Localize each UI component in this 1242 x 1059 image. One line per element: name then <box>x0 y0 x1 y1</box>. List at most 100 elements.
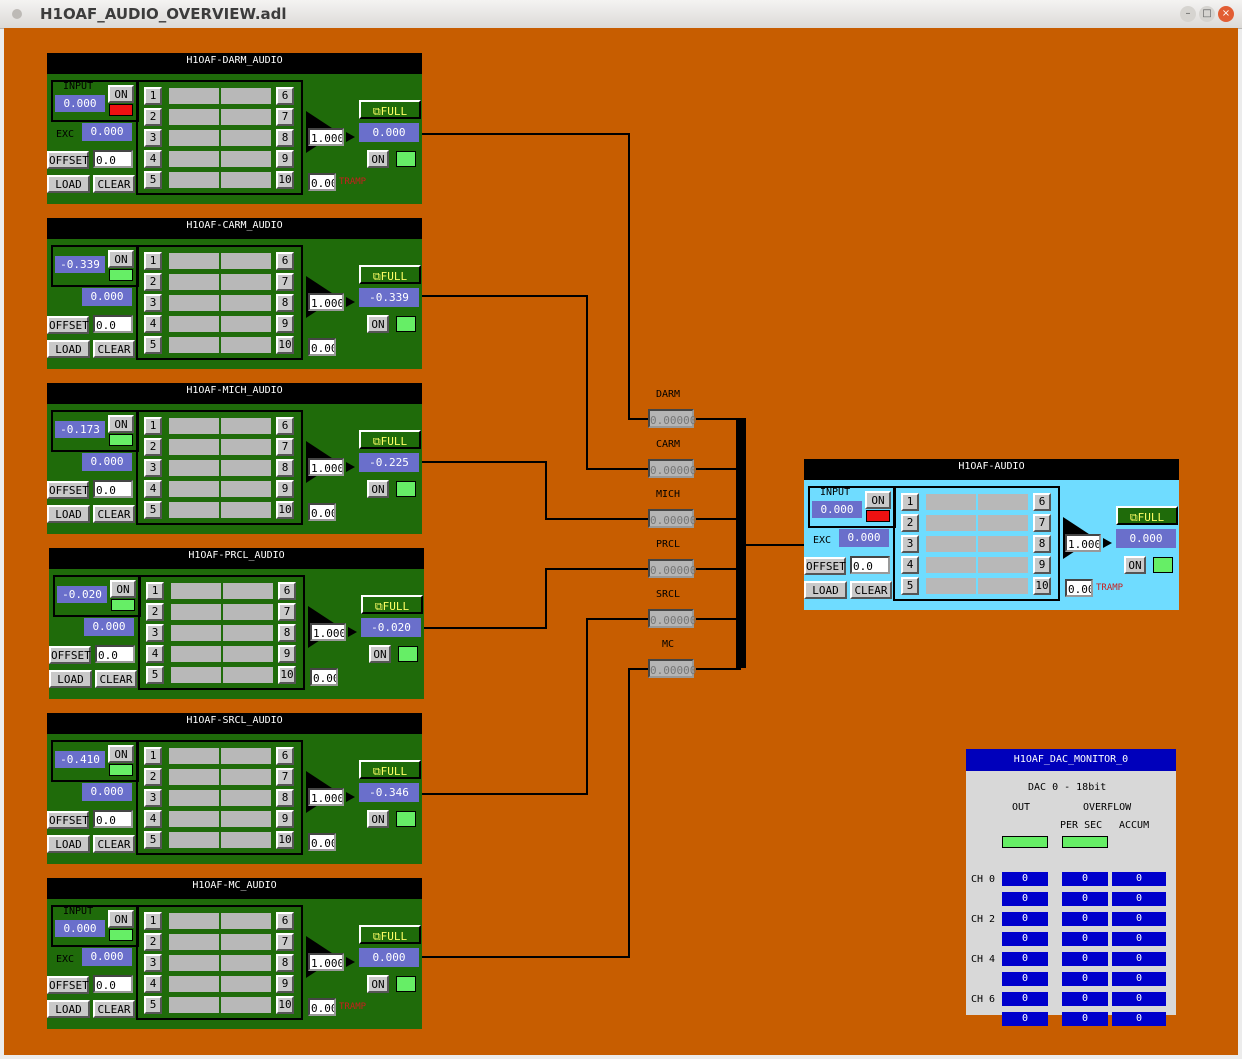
filter-button-10[interactable]: 10 <box>278 666 296 684</box>
load-button[interactable]: LOAD <box>47 505 90 523</box>
filter-button-1[interactable]: 1 <box>144 417 162 435</box>
filter-button-8[interactable]: 8 <box>1033 535 1051 553</box>
filter-button-9[interactable]: 9 <box>276 480 294 498</box>
offset-entry[interactable]: 0.0 <box>93 975 133 993</box>
filter-button-6[interactable]: 6 <box>276 417 294 435</box>
filter-button-4[interactable]: 4 <box>144 150 162 168</box>
filter-button-10[interactable]: 10 <box>1033 577 1051 595</box>
filter-button-8[interactable]: 8 <box>276 294 294 312</box>
close-icon[interactable]: × <box>1218 6 1234 22</box>
tramp-entry[interactable]: 0.000 <box>308 338 336 356</box>
filter-button-10[interactable]: 10 <box>276 831 294 849</box>
gain-entry[interactable]: 1.000 <box>1065 534 1101 552</box>
offset-button[interactable]: OFFSET <box>47 976 89 994</box>
filter-button-5[interactable]: 5 <box>144 831 162 849</box>
filter-button-10[interactable]: 10 <box>276 501 294 519</box>
filter-button-1[interactable]: 1 <box>144 747 162 765</box>
filter-button-8[interactable]: 8 <box>276 459 294 477</box>
filter-button-4[interactable]: 4 <box>144 975 162 993</box>
filter-button-9[interactable]: 9 <box>276 975 294 993</box>
clear-button[interactable]: CLEAR <box>95 670 137 688</box>
load-button[interactable]: LOAD <box>47 835 90 853</box>
input-on-button[interactable]: ON <box>108 85 134 103</box>
filter-button-5[interactable]: 5 <box>144 996 162 1014</box>
gain-entry[interactable]: 1.000 <box>308 458 344 476</box>
filter-button-10[interactable]: 10 <box>276 996 294 1014</box>
filter-button-2[interactable]: 2 <box>144 273 162 291</box>
filter-button-7[interactable]: 7 <box>278 603 296 621</box>
filter-button-4[interactable]: 4 <box>144 480 162 498</box>
tramp-entry[interactable]: 0.000 <box>308 173 336 191</box>
offset-button[interactable]: OFFSET <box>47 151 89 169</box>
load-button[interactable]: LOAD <box>47 175 90 193</box>
offset-entry[interactable]: 0.0 <box>93 315 133 333</box>
filter-button-1[interactable]: 1 <box>901 493 919 511</box>
filter-button-2[interactable]: 2 <box>146 603 164 621</box>
filter-button-2[interactable]: 2 <box>144 933 162 951</box>
filter-button-7[interactable]: 7 <box>276 273 294 291</box>
filter-button-1[interactable]: 1 <box>144 912 162 930</box>
filter-button-4[interactable]: 4 <box>144 810 162 828</box>
filter-button-9[interactable]: 9 <box>276 810 294 828</box>
offset-button[interactable]: OFFSET <box>47 481 89 499</box>
input-on-button[interactable]: ON <box>108 910 134 928</box>
input-on-button[interactable]: ON <box>110 580 136 598</box>
full-button[interactable]: ⧉FULL <box>359 100 421 119</box>
filter-button-6[interactable]: 6 <box>276 747 294 765</box>
full-button[interactable]: ⧉FULL <box>359 265 421 284</box>
filter-button-2[interactable]: 2 <box>144 768 162 786</box>
maximize-icon[interactable]: □ <box>1199 6 1215 22</box>
filter-button-6[interactable]: 6 <box>276 912 294 930</box>
filter-button-5[interactable]: 5 <box>144 171 162 189</box>
input-on-button[interactable]: ON <box>108 415 134 433</box>
filter-button-9[interactable]: 9 <box>276 150 294 168</box>
output-on-button[interactable]: ON <box>367 480 389 498</box>
filter-button-8[interactable]: 8 <box>276 954 294 972</box>
tramp-entry[interactable]: 0.000 <box>1065 579 1093 597</box>
filter-button-5[interactable]: 5 <box>146 666 164 684</box>
filter-button-1[interactable]: 1 <box>144 87 162 105</box>
output-on-button[interactable]: ON <box>367 150 389 168</box>
load-button[interactable]: LOAD <box>47 340 90 358</box>
load-button[interactable]: LOAD <box>49 670 92 688</box>
filter-button-3[interactable]: 3 <box>901 535 919 553</box>
filter-button-3[interactable]: 3 <box>144 129 162 147</box>
offset-button[interactable]: OFFSET <box>804 557 846 575</box>
window-menu-icon[interactable] <box>12 9 22 19</box>
clear-button[interactable]: CLEAR <box>850 581 892 599</box>
filter-button-3[interactable]: 3 <box>144 294 162 312</box>
filter-button-7[interactable]: 7 <box>276 438 294 456</box>
full-button[interactable]: ⧉FULL <box>359 760 421 779</box>
output-on-button[interactable]: ON <box>369 645 391 663</box>
full-button[interactable]: ⧉FULL <box>359 430 421 449</box>
load-button[interactable]: LOAD <box>804 581 847 599</box>
gain-entry[interactable]: 1.000 <box>308 293 344 311</box>
offset-button[interactable]: OFFSET <box>47 811 89 829</box>
input-on-button[interactable]: ON <box>108 250 134 268</box>
filter-button-6[interactable]: 6 <box>278 582 296 600</box>
input-on-button[interactable]: ON <box>108 745 134 763</box>
filter-button-7[interactable]: 7 <box>1033 514 1051 532</box>
offset-entry[interactable]: 0.0 <box>93 810 133 828</box>
clear-button[interactable]: CLEAR <box>93 835 135 853</box>
offset-button[interactable]: OFFSET <box>49 646 91 664</box>
gain-entry[interactable]: 1.000 <box>308 953 344 971</box>
filter-button-7[interactable]: 7 <box>276 108 294 126</box>
tramp-entry[interactable]: 0.000 <box>308 998 336 1016</box>
filter-button-3[interactable]: 3 <box>144 789 162 807</box>
filter-button-7[interactable]: 7 <box>276 768 294 786</box>
filter-button-7[interactable]: 7 <box>276 933 294 951</box>
clear-button[interactable]: CLEAR <box>93 505 135 523</box>
filter-button-9[interactable]: 9 <box>1033 556 1051 574</box>
filter-button-6[interactable]: 6 <box>1033 493 1051 511</box>
input-on-button[interactable]: ON <box>865 491 891 509</box>
offset-entry[interactable]: 0.0 <box>95 645 135 663</box>
filter-button-10[interactable]: 10 <box>276 171 294 189</box>
gain-entry[interactable]: 1.000 <box>308 788 344 806</box>
filter-button-5[interactable]: 5 <box>901 577 919 595</box>
tramp-entry[interactable]: 0.000 <box>308 503 336 521</box>
filter-button-1[interactable]: 1 <box>146 582 164 600</box>
full-button[interactable]: ⧉FULL <box>359 925 421 944</box>
filter-button-6[interactable]: 6 <box>276 87 294 105</box>
output-on-button[interactable]: ON <box>1124 556 1146 574</box>
